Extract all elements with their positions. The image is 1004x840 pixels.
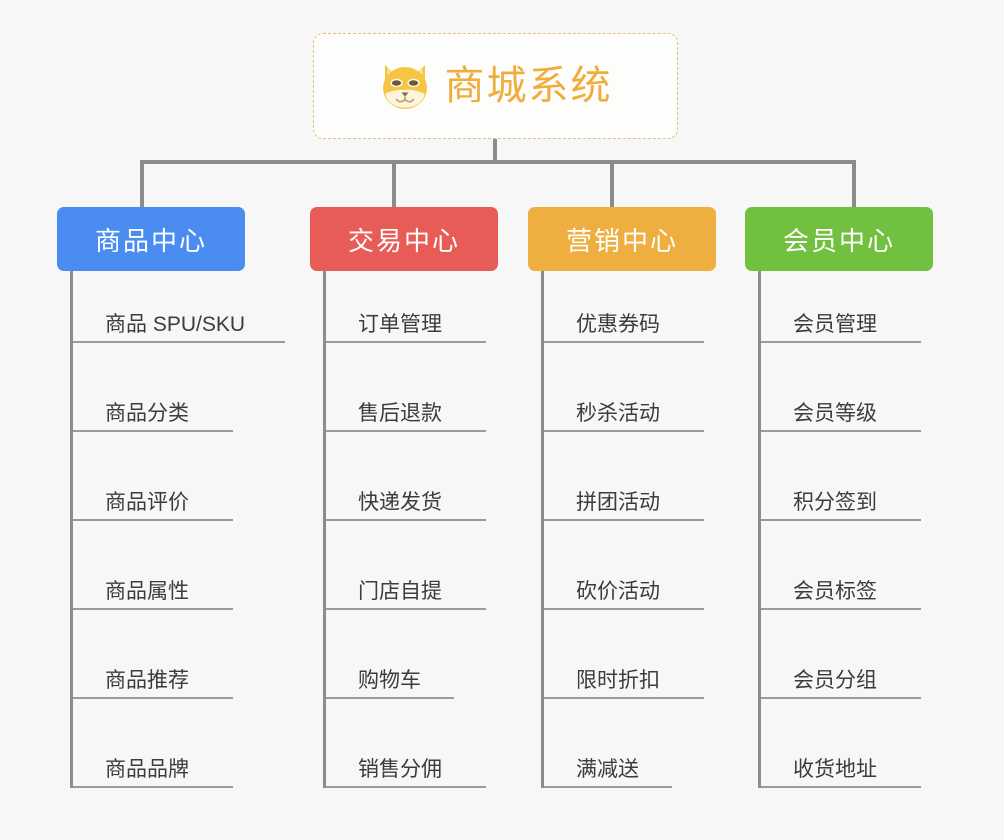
leaf-item[interactable]: 积分签到 — [761, 432, 921, 521]
leaf-item-label: 会员管理 — [793, 312, 877, 336]
leaf-item[interactable]: 商品 SPU/SKU — [73, 271, 285, 343]
leaf-item-label: 积分签到 — [793, 490, 877, 514]
leaf-item[interactable]: 秒杀活动 — [544, 343, 704, 432]
branch-items-2: 订单管理 售后退款 快递发货 门店自提 购物车 销售分佣 — [323, 271, 498, 788]
leaf-item[interactable]: 商品属性 — [73, 521, 233, 610]
root-title: 商城系统 — [444, 64, 613, 108]
branch-items-4: 会员管理 会员等级 积分签到 会员标签 会员分组 收货地址 — [758, 271, 933, 788]
branch-header-label: 会员中心 — [782, 225, 895, 256]
leaf-item[interactable]: 拼团活动 — [544, 432, 704, 521]
leaf-item[interactable]: 销售分佣 — [326, 699, 486, 788]
shiba-dog-icon — [382, 65, 427, 109]
leaf-item-label: 商品 SPU/SKU — [105, 312, 246, 336]
leaf-item[interactable]: 商品推荐 — [73, 610, 233, 699]
branch-column-4: 会员中心 会员管理 会员等级 积分签到 会员标签 会员分组 收货地址 — [745, 207, 933, 788]
branch-column-1: 商品中心 商品 SPU/SKU 商品分类 商品评价 商品属性 商品推荐 商品品牌 — [57, 207, 285, 788]
leaf-item[interactable]: 会员等级 — [761, 343, 921, 432]
leaf-item-label: 限时折扣 — [576, 668, 660, 692]
leaf-item-label: 快递发货 — [358, 490, 442, 514]
leaf-item[interactable]: 商品评价 — [73, 432, 233, 521]
branch-column-3: 营销中心 优惠券码 秒杀活动 拼团活动 砍价活动 限时折扣 满减送 — [528, 207, 716, 788]
leaf-item[interactable]: 会员分组 — [761, 610, 921, 699]
leaf-item[interactable]: 限时折扣 — [544, 610, 704, 699]
leaf-item[interactable]: 会员管理 — [761, 271, 921, 343]
leaf-item[interactable]: 门店自提 — [326, 521, 486, 610]
connector-drop-4 — [852, 160, 856, 207]
branch-header-label: 交易中心 — [347, 225, 460, 256]
leaf-item[interactable]: 砍价活动 — [544, 521, 704, 610]
leaf-item[interactable]: 商品品牌 — [73, 699, 233, 788]
leaf-item[interactable]: 购物车 — [326, 610, 454, 699]
branch-column-2: 交易中心 订单管理 售后退款 快递发货 门店自提 购物车 销售分佣 — [310, 207, 498, 788]
leaf-item-label: 商品推荐 — [105, 668, 189, 692]
leaf-item[interactable]: 会员标签 — [761, 521, 921, 610]
leaf-item-label: 会员等级 — [793, 401, 877, 425]
leaf-item[interactable]: 快递发货 — [326, 432, 486, 521]
branch-header-label: 营销中心 — [565, 225, 678, 256]
leaf-item-label: 商品品牌 — [105, 757, 189, 781]
connector-root-stem — [493, 139, 497, 162]
connector-drop-3 — [610, 160, 614, 207]
leaf-item-label: 会员标签 — [793, 579, 877, 603]
leaf-item-label: 销售分佣 — [358, 757, 442, 781]
connector-drop-1 — [140, 160, 144, 207]
leaf-item-label: 商品评价 — [105, 490, 189, 514]
branch-items-1: 商品 SPU/SKU 商品分类 商品评价 商品属性 商品推荐 商品品牌 — [70, 271, 285, 788]
leaf-item-label: 商品属性 — [105, 579, 189, 603]
leaf-item-label: 秒杀活动 — [576, 401, 660, 425]
leaf-item[interactable]: 满减送 — [544, 699, 672, 788]
leaf-item-label: 拼团活动 — [576, 490, 660, 514]
branch-header-label: 商品中心 — [94, 225, 207, 256]
leaf-item-label: 商品分类 — [105, 401, 189, 425]
connector-horizontal-bus — [140, 160, 856, 164]
leaf-item-label: 售后退款 — [358, 401, 442, 425]
leaf-item-label: 满减送 — [576, 757, 639, 781]
leaf-item[interactable]: 收货地址 — [761, 699, 921, 788]
branch-header-4[interactable]: 会员中心 — [745, 207, 933, 271]
leaf-item[interactable]: 订单管理 — [326, 271, 486, 343]
leaf-item-label: 会员分组 — [793, 668, 877, 692]
branch-header-2[interactable]: 交易中心 — [310, 207, 498, 271]
branch-items-3: 优惠券码 秒杀活动 拼团活动 砍价活动 限时折扣 满减送 — [541, 271, 716, 788]
connector-drop-2 — [392, 160, 396, 207]
branch-header-1[interactable]: 商品中心 — [57, 207, 245, 271]
leaf-item-label: 优惠券码 — [576, 312, 660, 336]
branch-header-3[interactable]: 营销中心 — [528, 207, 716, 271]
root-node[interactable]: 商城系统 — [313, 33, 678, 139]
leaf-item-label: 订单管理 — [358, 312, 442, 336]
leaf-item-label: 购物车 — [358, 668, 421, 692]
leaf-item[interactable]: 售后退款 — [326, 343, 486, 432]
leaf-item[interactable]: 优惠券码 — [544, 271, 704, 343]
leaf-item-label: 收货地址 — [793, 757, 877, 781]
leaf-item-label: 砍价活动 — [576, 579, 660, 603]
leaf-item[interactable]: 商品分类 — [73, 343, 233, 432]
leaf-item-label: 门店自提 — [358, 579, 442, 603]
